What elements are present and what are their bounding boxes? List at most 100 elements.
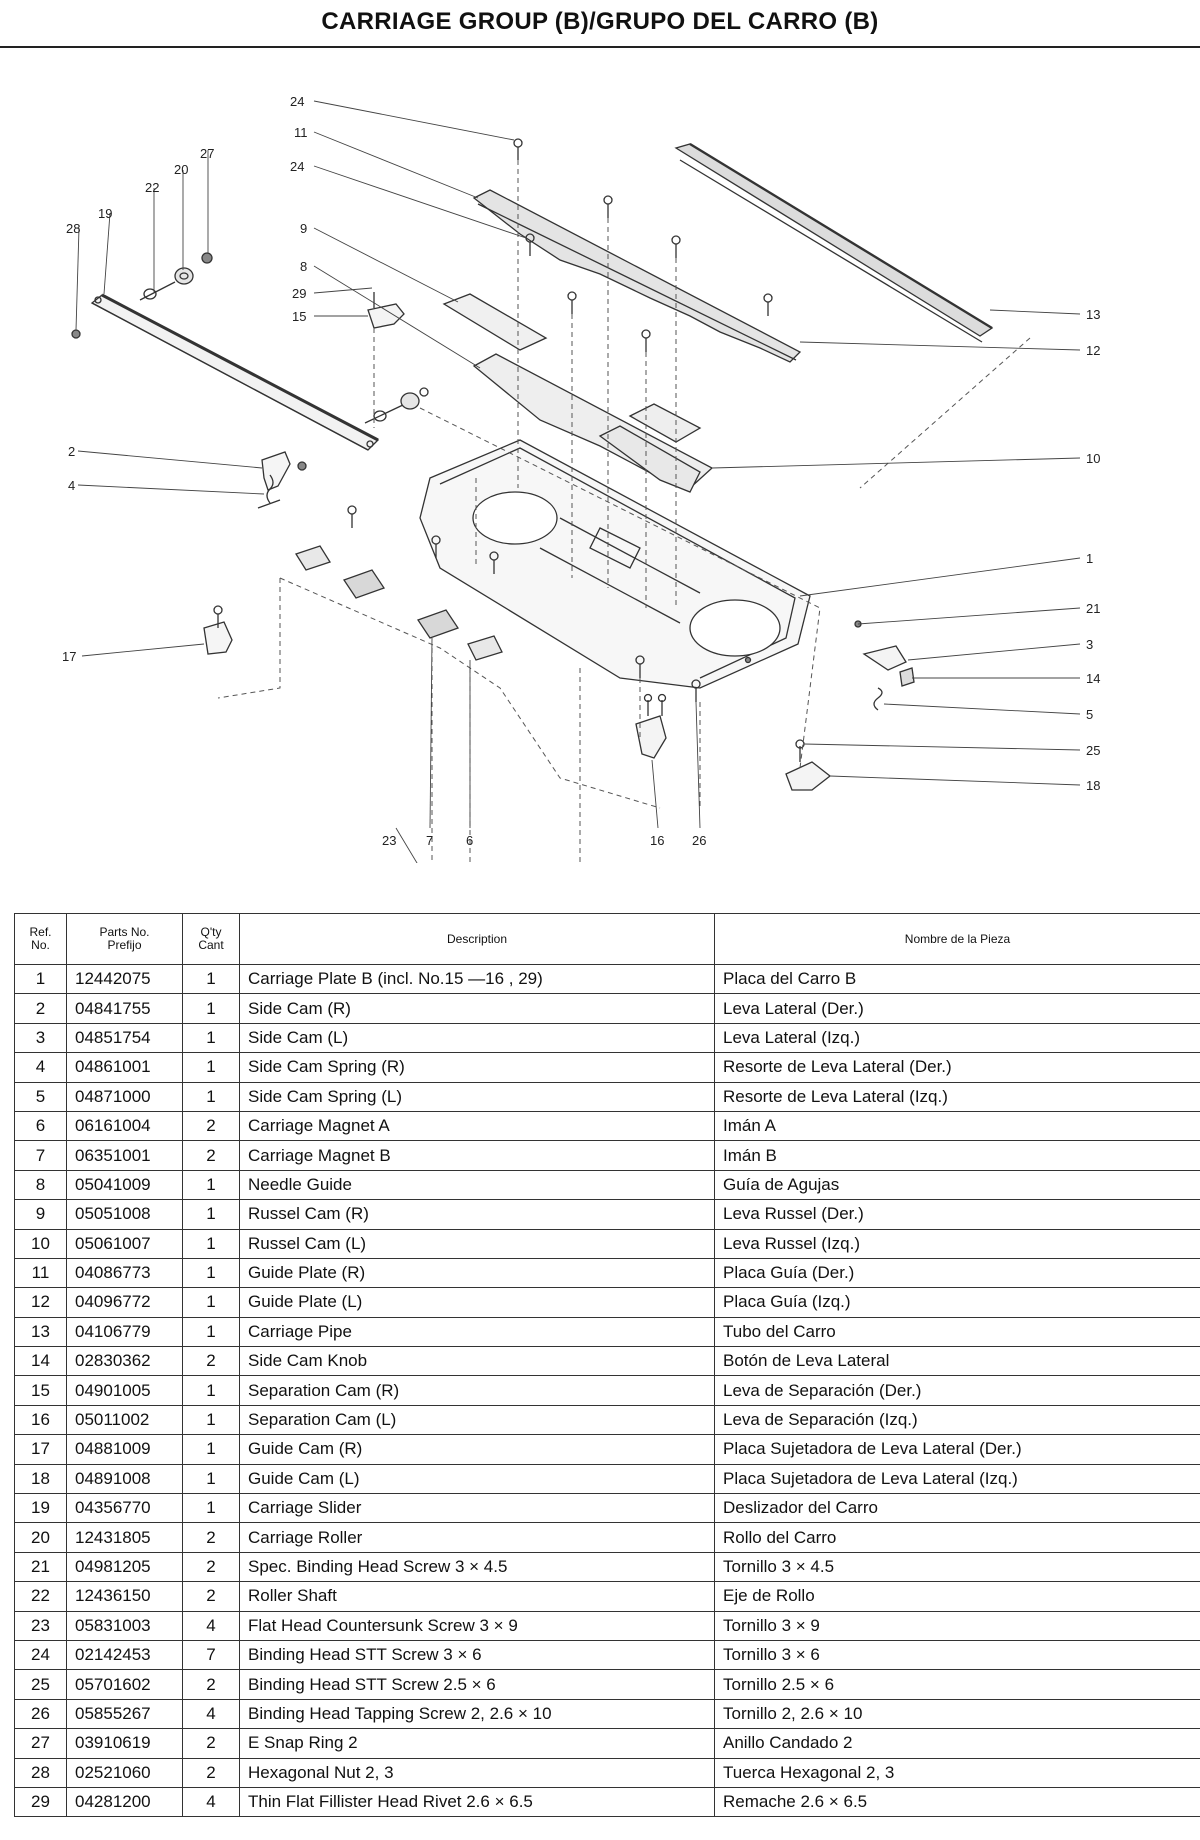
column-header-nombre: Nombre de la Pieza (714, 913, 1200, 965)
callout-label: 6 (466, 833, 473, 848)
nombre-cell: Leva Lateral (Izq.) (714, 1022, 1200, 1054)
callout-label: 2 (68, 444, 75, 459)
exploded-parts-diagram: 24 11 24 9 8 29 15 27 20 22 19 28 2 4 13… (62, 94, 1100, 863)
nombre-cell: Leva de Separación (Izq.) (714, 1404, 1200, 1436)
description-cell: Separation Cam (L) (239, 1404, 715, 1436)
description-cell: Guide Cam (R) (239, 1434, 715, 1465)
parts-number-cell: 04281200 (66, 1786, 183, 1818)
ref-cell: 26 (14, 1698, 67, 1730)
quantity-cell: 1 (182, 1287, 240, 1318)
description-cell: Thin Flat Fillister Head Rivet 2.6 × 6.5 (239, 1786, 715, 1818)
callout-label: 10 (1086, 451, 1100, 466)
nombre-cell: Remache 2.6 × 6.5 (714, 1786, 1200, 1818)
quantity-cell: 1 (182, 963, 240, 995)
callout-label: 18 (1086, 778, 1100, 793)
ref-cell: 9 (14, 1199, 67, 1230)
callout-label: 21 (1086, 601, 1100, 616)
nombre-cell: Imán B (714, 1140, 1200, 1171)
separation-cam-left-part (635, 693, 667, 759)
callout-label: 3 (1086, 637, 1093, 652)
column-header-qty: Q'ty Cant (182, 913, 240, 965)
callout-label: 15 (292, 309, 306, 324)
nombre-cell: Eje de Rollo (714, 1581, 1200, 1612)
nombre-cell: Deslizador del Carro (714, 1493, 1200, 1524)
parts-number-cell: 05855267 (66, 1698, 183, 1730)
callout-label: 25 (1086, 743, 1100, 758)
quantity-cell: 2 (182, 1757, 240, 1788)
nombre-cell: Resorte de Leva Lateral (Der.) (714, 1052, 1200, 1083)
description-cell: Binding Head STT Screw 2.5 × 6 (239, 1669, 715, 1700)
parts-number-cell: 04851754 (66, 1022, 183, 1054)
quantity-cell: 1 (182, 1404, 240, 1436)
ref-cell: 14 (14, 1346, 67, 1377)
description-cell: Guide Plate (R) (239, 1257, 715, 1289)
screw-parts (347, 138, 862, 702)
ref-cell: 18 (14, 1463, 67, 1495)
parts-number-cell: 04356770 (66, 1493, 183, 1524)
quantity-cell: 1 (182, 1052, 240, 1083)
ref-cell: 3 (14, 1022, 67, 1054)
quantity-cell: 2 (182, 1551, 240, 1583)
carriage-magnet-parts (295, 545, 503, 661)
table-header-row: Ref. No. Parts No. Prefijo Q'ty Cant Des… (14, 913, 1200, 965)
nombre-cell: Imán A (714, 1110, 1200, 1142)
description-cell: Binding Head Tapping Screw 2, 2.6 × 10 (239, 1698, 715, 1730)
quantity-cell: 7 (182, 1639, 240, 1671)
parts-number-cell: 04891008 (66, 1463, 183, 1495)
quantity-cell: 1 (182, 993, 240, 1024)
ref-cell: 23 (14, 1610, 67, 1641)
parts-list-table: Ref. No. Parts No. Prefijo Q'ty Cant Des… (14, 913, 1200, 1818)
parts-number-cell: 04981205 (66, 1551, 183, 1583)
ref-cell: 16 (14, 1404, 67, 1436)
guide-cam-right-part (203, 605, 233, 655)
callout-label: 29 (292, 286, 306, 301)
callout-label: 20 (174, 162, 188, 177)
nombre-cell: Tuerca Hexagonal 2, 3 (714, 1757, 1200, 1788)
column-header-ref: Ref. No. (14, 913, 67, 965)
quantity-cell: 2 (182, 1581, 240, 1612)
ref-cell: 19 (14, 1493, 67, 1524)
callout-label: 13 (1086, 307, 1100, 322)
description-cell: Russel Cam (R) (239, 1199, 715, 1230)
nombre-cell: Tornillo 3 × 4.5 (714, 1551, 1200, 1583)
nombre-cell: Tornillo 2, 2.6 × 10 (714, 1698, 1200, 1730)
ref-cell: 5 (14, 1081, 67, 1112)
nombre-cell: Resorte de Leva Lateral (Izq.) (714, 1081, 1200, 1112)
nombre-cell: Placa Sujetadora de Leva Lateral (Izq.) (714, 1463, 1200, 1495)
parts-number-cell: 03910619 (66, 1728, 183, 1759)
quantity-cell: 1 (182, 1081, 240, 1112)
description-cell: Side Cam (R) (239, 993, 715, 1024)
nombre-cell: Leva Russel (Der.) (714, 1199, 1200, 1230)
callout-label: 14 (1086, 671, 1100, 686)
carriage-slider-part (90, 293, 380, 451)
ref-cell: 28 (14, 1757, 67, 1788)
callout-label: 27 (200, 146, 214, 161)
separation-cam-right-part (367, 292, 405, 329)
parts-number-cell: 04086773 (66, 1257, 183, 1289)
callout-label: 9 (300, 221, 307, 236)
guide-plate-parts (472, 189, 802, 363)
quantity-cell: 1 (182, 1493, 240, 1524)
carriage-pipe-part (674, 142, 994, 343)
callout-label: 4 (68, 478, 75, 493)
callout-label: 1 (1086, 551, 1093, 566)
quantity-cell: 1 (182, 1022, 240, 1054)
nombre-cell: Leva de Separación (Der.) (714, 1375, 1200, 1406)
parts-number-cell: 05011002 (66, 1404, 183, 1436)
ref-cell: 13 (14, 1316, 67, 1348)
quantity-cell: 1 (182, 1228, 240, 1259)
ref-cell: 22 (14, 1581, 67, 1612)
side-cam-left-part (862, 645, 915, 711)
nombre-cell: Placa Guía (Der.) (714, 1257, 1200, 1289)
